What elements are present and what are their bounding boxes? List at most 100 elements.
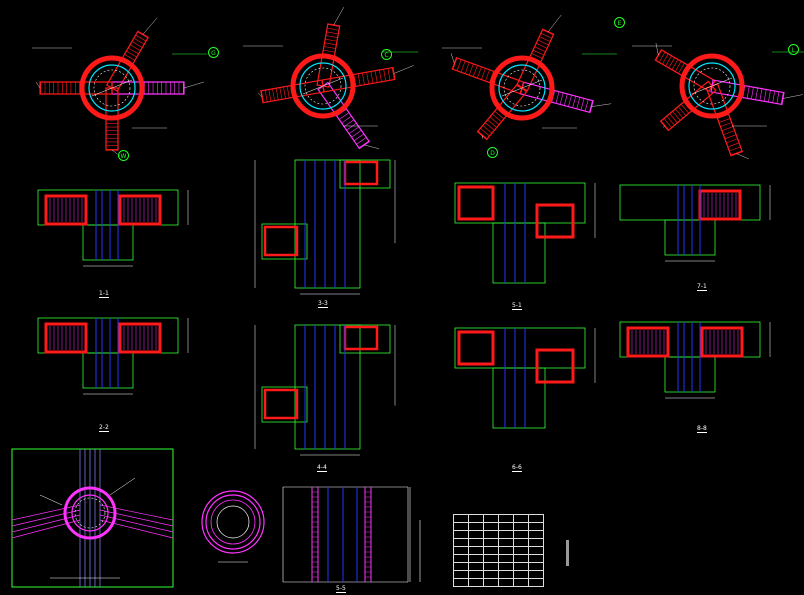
plan-view-2 — [243, 7, 418, 150]
table-row — [453, 570, 544, 579]
table-row — [453, 562, 544, 571]
table-cell — [453, 578, 469, 587]
section-title-4: 7-1 — [697, 283, 707, 291]
plan-arm — [105, 87, 119, 151]
grid-tag-plan-1-bottom: W — [118, 150, 129, 161]
table-cell — [468, 530, 484, 539]
plan-arm — [659, 80, 717, 132]
plan-view-3 — [442, 14, 617, 141]
section-title-2: 3-3 — [318, 300, 328, 308]
table-cell — [468, 522, 484, 531]
table-cell — [513, 570, 529, 579]
table-cell — [528, 514, 544, 523]
grid-tag-plan-3-bottom: D — [487, 147, 498, 158]
table-cell — [453, 522, 469, 531]
table-cell — [468, 514, 484, 523]
plan-ring — [679, 53, 745, 119]
table-cell — [513, 530, 529, 539]
wall-section-5-5 — [282, 486, 421, 583]
section-title-1: 1-1 — [99, 290, 109, 298]
table-cell — [528, 554, 544, 563]
table-cell — [468, 538, 484, 547]
table-cell — [498, 514, 514, 523]
rebar-schedule-table — [453, 514, 544, 587]
section-title-5: 2-2 — [99, 424, 109, 432]
plan-arm — [476, 83, 528, 141]
section-title-6: 4-4 — [317, 464, 327, 472]
plan-arm — [317, 81, 371, 150]
table-row — [453, 522, 544, 531]
table-cell — [528, 538, 544, 547]
section-views — [37, 159, 771, 456]
section-view-5 — [37, 317, 189, 395]
table-cell — [483, 554, 499, 563]
table-cell — [498, 546, 514, 555]
table-cell — [513, 578, 529, 587]
table-cell — [483, 522, 499, 531]
section-title-7: 6-6 — [512, 464, 522, 472]
table-cell — [498, 530, 514, 539]
grid-tag-plan-3: E — [614, 17, 625, 28]
junction-detail — [11, 448, 174, 588]
table-cell — [513, 562, 529, 571]
plan-arm — [321, 66, 396, 93]
table-row — [453, 530, 544, 539]
table-cell — [453, 562, 469, 571]
table-row — [453, 546, 544, 555]
section-view-2 — [254, 159, 396, 295]
table-cell — [498, 538, 514, 547]
plan-views — [32, 7, 804, 160]
section-view-8 — [619, 321, 771, 399]
table-cell — [528, 578, 544, 587]
section-title-8: 8-8 — [697, 425, 707, 433]
notes-marker — [566, 540, 569, 566]
section-view-7 — [454, 327, 596, 429]
table-cell — [468, 562, 484, 571]
section-title-5-5: 5-5 — [336, 585, 346, 593]
section-view-1 — [37, 189, 189, 267]
table-cell — [483, 570, 499, 579]
section-view-3 — [454, 182, 596, 284]
table-cell — [528, 570, 544, 579]
plan-arm — [654, 48, 716, 93]
section-title-3: 5-1 — [512, 302, 522, 310]
table-cell — [453, 538, 469, 547]
table-cell — [513, 546, 529, 555]
table-cell — [498, 578, 514, 587]
table-cell — [498, 554, 514, 563]
table-cell — [528, 562, 544, 571]
table-cell — [483, 546, 499, 555]
table-cell — [453, 554, 469, 563]
plan-arm — [316, 23, 341, 88]
table-cell — [453, 570, 469, 579]
table-cell — [513, 514, 529, 523]
grid-tag-plan-2: C — [381, 49, 392, 60]
grid-tag-plan-1: G — [208, 47, 219, 58]
table-cell — [483, 578, 499, 587]
table-row — [453, 514, 544, 523]
table-cell — [453, 514, 469, 523]
table-row — [453, 538, 544, 547]
table-cell — [468, 578, 484, 587]
table-cell — [483, 514, 499, 523]
plan-arm — [451, 56, 525, 95]
pile-section — [201, 490, 265, 563]
table-cell — [453, 546, 469, 555]
plan-ring — [489, 55, 555, 121]
section-view-4 — [619, 184, 771, 262]
table-cell — [468, 554, 484, 563]
table-cell — [468, 546, 484, 555]
table-cell — [528, 546, 544, 555]
table-cell — [498, 562, 514, 571]
table-row — [453, 554, 544, 563]
table-cell — [528, 530, 544, 539]
plan-arm — [39, 81, 113, 95]
table-cell — [513, 538, 529, 547]
table-cell — [483, 530, 499, 539]
table-cell — [498, 522, 514, 531]
grid-tag-plan-4: L — [788, 44, 799, 55]
plan-arm — [710, 79, 785, 106]
table-cell — [513, 554, 529, 563]
table-cell — [513, 522, 529, 531]
